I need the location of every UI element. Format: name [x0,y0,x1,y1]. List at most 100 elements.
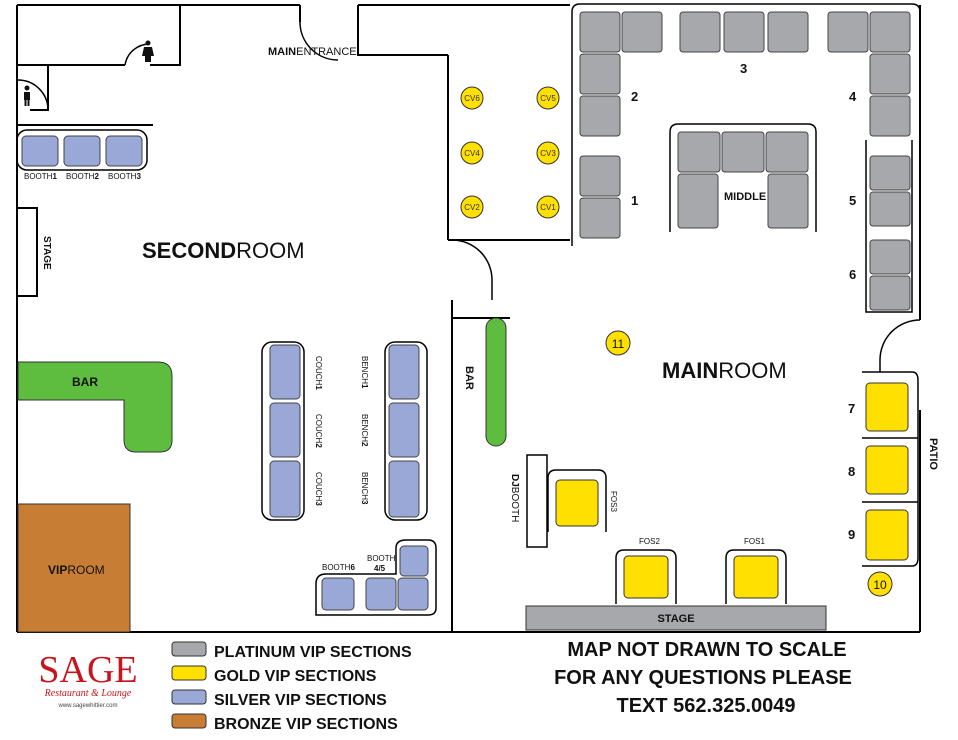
booth-3-seat[interactable] [105,135,143,167]
mens-restroom-icon [24,85,30,106]
section-4-seat-c[interactable] [869,53,911,95]
section-2-seat-d[interactable] [579,95,621,137]
cv4-table[interactable] [460,141,484,165]
booth-5-seat[interactable] [397,577,429,611]
section-10-table[interactable] [867,571,893,597]
middle-seat-d[interactable] [677,173,719,229]
section-5-seat-a[interactable] [869,155,911,191]
door-arcs [17,21,921,372]
legend-platinum-swatch [171,641,207,657]
fos1-seat[interactable] [733,555,779,599]
middle-seat-e[interactable] [767,173,809,229]
section-2-seat-top-a[interactable] [579,11,621,53]
cv3-label: CV3 [540,149,556,158]
bench-3-seat[interactable] [388,460,420,518]
booth-45-label: BOOTH [367,554,396,563]
booth-3-label: BOOTH3 [108,172,141,181]
legend-gold-swatch [171,665,207,681]
main-room-label: MAINROOM [662,358,787,383]
section-11-table[interactable] [605,330,631,356]
cv3-table[interactable] [536,141,560,165]
cv5-table[interactable] [536,86,560,110]
couch-2-label: COUCH2 [314,414,323,448]
womens-restroom-icon [142,40,154,62]
cv2-table[interactable] [460,195,484,219]
section-9-number: 9 [848,527,855,542]
section-4-seat-d[interactable] [869,95,911,137]
note-phone[interactable]: TEXT 562.325.0049 [616,695,795,717]
booth-6-seat[interactable] [321,577,355,611]
benches: BENCH1 BENCH2 BENCH3 [360,341,428,521]
section-11-number: 11 [612,337,625,351]
section-4-seat-top-b[interactable] [869,11,911,53]
booth-6-label: BOOTH6 [322,563,355,572]
legend: PLATINUM VIP SECTIONS GOLD VIP SECTIONS … [171,641,412,733]
legend-silver-label: SILVER VIP SECTIONS [214,692,387,709]
booth-4-seat[interactable] [365,577,397,611]
cv4-label: CV4 [464,149,480,158]
couch-2-seat[interactable] [269,402,301,458]
couch-1-seat[interactable] [269,344,301,400]
legend-bronze-swatch [171,713,207,729]
note-questions: FOR ANY QUESTIONS PLEASE [554,667,852,689]
section-7-seat[interactable] [865,382,909,432]
section-5-seat-b[interactable] [869,191,911,227]
section-8-number: 8 [848,464,855,479]
couch-3-seat[interactable] [269,460,301,518]
cv2-label: CV2 [464,203,480,212]
section-3-seat-a[interactable] [679,11,721,53]
section-3-seat-c[interactable] [767,11,809,53]
fos1-label: FOS1 [744,537,765,546]
logo-tagline: Restaurant & Lounge [44,688,132,699]
main-bar: BAR [463,317,507,447]
bench-1-seat[interactable] [388,344,420,400]
section-9-seat[interactable] [865,509,909,561]
notes: MAP NOT DRAWN TO SCALE FOR ANY QUESTIONS… [554,639,852,717]
middle-seat-a[interactable] [677,131,721,173]
couch-1-label: COUCH1 [314,356,323,390]
logo-url: www.sagewhittier.com [57,703,117,709]
section-3-number: 3 [740,61,747,76]
fos2-seat[interactable] [623,555,669,599]
stage-left-label: STAGE [41,236,52,270]
section-4-number: 4 [849,89,857,104]
booth-45-upper-seat[interactable] [399,545,429,577]
section-6-seat-b[interactable] [869,275,911,311]
section-8-seat[interactable] [865,445,909,495]
middle-seat-b[interactable] [721,131,765,173]
main-stage: STAGE [525,605,827,631]
legend-gold-label: GOLD VIP SECTIONS [214,668,377,685]
section-1-seat-b[interactable] [579,197,621,239]
dj-booth: DJBOOTH [509,454,548,548]
section-2-seat-c[interactable] [579,53,621,95]
section-3-seat-b[interactable] [723,11,765,53]
fos3-label: FOS3 [609,491,618,512]
cv1-label: CV1 [540,203,556,212]
cv1-table[interactable] [536,195,560,219]
fos3-seat[interactable] [555,479,599,527]
section-1-number: 1 [631,193,638,208]
section-5-number: 5 [849,193,856,208]
section-1-seat-a[interactable] [579,155,621,197]
note-scale: MAP NOT DRAWN TO SCALE [567,639,846,661]
section-2-seat-top-b[interactable] [621,11,663,53]
bench-2-seat[interactable] [388,402,420,458]
booth-2-seat[interactable] [63,135,101,167]
vip-room[interactable]: VIPROOM [17,503,131,633]
booth-2-label: BOOTH2 [66,172,99,181]
booth-1-label: BOOTH1 [24,172,57,181]
left-bar-label: BAR [72,375,98,389]
vip-room-label: VIPROOM [48,563,105,577]
middle-seat-c[interactable] [765,131,809,173]
booth-45-number: 4/5 [374,564,386,573]
legend-bronze-label: BRONZE VIP SECTIONS [214,716,398,733]
booth-1-seat[interactable] [21,135,59,167]
cv-tables: CV6 CV5 CV4 CV3 CV2 CV1 [460,86,560,219]
cv6-table[interactable] [460,86,484,110]
section-6-number: 6 [849,267,856,282]
gold-sections: FOS3 FOS2 FOS1 7 8 9 10 11 [547,330,919,604]
section-6-seat-a[interactable] [869,239,911,275]
cv5-label: CV5 [540,94,556,103]
section-4-seat-top-a[interactable] [827,11,869,53]
legend-silver-swatch [171,689,207,705]
